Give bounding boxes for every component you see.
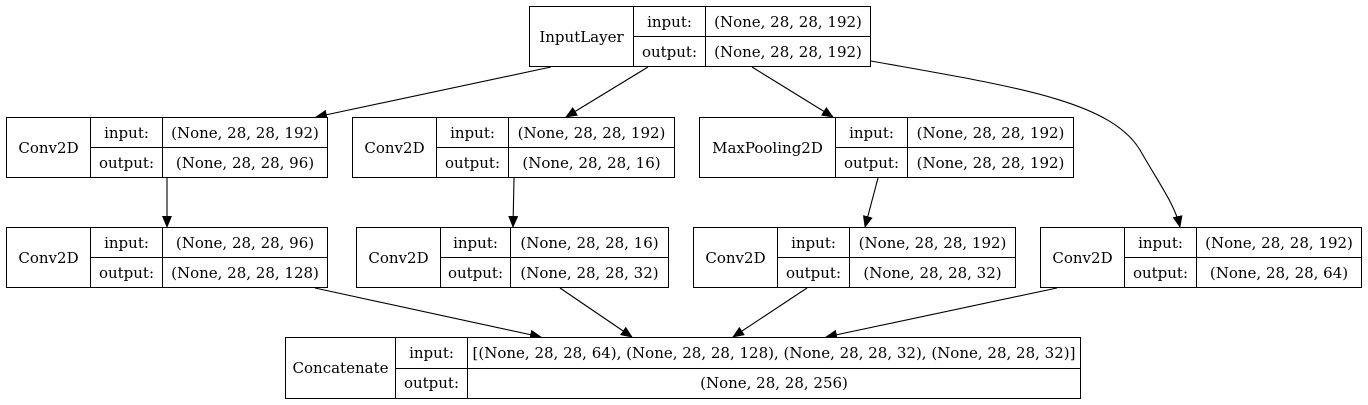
input-port-label: input: — [647, 12, 692, 31]
input-shape: (None, 28, 28, 192) — [858, 233, 1007, 252]
output-port-label: output: — [396, 367, 467, 399]
output-shape: (None, 28, 28, 32) — [511, 257, 668, 287]
layer-type: Conv2D — [7, 228, 91, 287]
input-port-label: input: — [791, 233, 836, 252]
input-port-label: input: — [450, 123, 495, 142]
layer-node-conv-b2: Conv2D input: output: (None, 28, 28, 16) (No… — [356, 227, 669, 288]
input-port-label: input: — [409, 343, 454, 362]
layer-type: MaxPooling2D — [700, 118, 836, 177]
edge-arrow-conv-c2-to-concat — [732, 287, 808, 338]
output-shape: (None, 28, 28, 64) — [1197, 257, 1361, 287]
output-port-label: output: — [437, 147, 508, 177]
edge-arrow-input-layer-to-conv-b1 — [565, 66, 649, 118]
output-shape: (None, 28, 28, 192) — [908, 147, 1073, 177]
edge-arrow-conv-b2-to-concat — [559, 287, 633, 338]
input-shape: (None, 28, 28, 192) — [517, 123, 666, 142]
output-shape: (None, 28, 28, 16) — [509, 147, 674, 177]
layer-type: Conv2D — [1041, 228, 1125, 287]
input-port-label: input: — [104, 123, 149, 142]
layer-type: InputLayer — [530, 7, 634, 66]
layer-node-conv-b1: Conv2D input: output: (None, 28, 28, 192) (N… — [352, 117, 675, 178]
layer-node-conv-c2: Conv2D input: output: (None, 28, 28, 192) (N… — [693, 227, 1016, 288]
layer-node-conv-d2: Conv2D input: output: (None, 28, 28, 192) (N… — [1040, 227, 1362, 288]
edge-arrow-conv-b1-to-conv-b2 — [508, 177, 519, 228]
layer-node-concat: Concatenate input: output: [(None, 28, 28, … — [285, 337, 1081, 399]
output-shape: (None, 28, 28, 192) — [706, 36, 870, 66]
edge-arrow-input-layer-to-conv-a1 — [315, 66, 552, 120]
output-shape: (None, 28, 28, 128) — [163, 257, 327, 287]
input-shape: (None, 28, 28, 16) — [520, 233, 659, 252]
input-port-label: input: — [849, 123, 894, 142]
layer-type: Conv2D — [694, 228, 778, 287]
output-port-label: output: — [778, 257, 849, 287]
input-port-label: input: — [453, 233, 498, 252]
edge-arrow-maxpool-to-conv-c2 — [862, 177, 879, 228]
output-shape: (None, 28, 28, 96) — [163, 147, 327, 177]
layer-type: Concatenate — [286, 338, 396, 398]
output-port-label: output: — [91, 257, 162, 287]
input-port-label: input: — [104, 233, 149, 252]
input-shape: (None, 28, 28, 192) — [916, 123, 1065, 142]
input-shape: (None, 28, 28, 192) — [1205, 233, 1353, 252]
edge-arrow-conv-a2-to-concat — [314, 287, 542, 340]
output-port-label: output: — [441, 257, 510, 287]
layer-node-conv-a1: Conv2D input: output: (None, 28, 28, 192) (N… — [6, 117, 328, 178]
input-shape: (None, 28, 28, 192) — [714, 12, 862, 31]
output-port-label: output: — [836, 147, 907, 177]
edge-arrow-input-layer-to-maxpool — [751, 66, 834, 118]
edge-arrow-conv-d2-to-concat — [825, 287, 1058, 340]
output-shape: (None, 28, 28, 32) — [850, 257, 1015, 287]
input-port-label: input: — [1138, 233, 1183, 252]
layer-type: Conv2D — [353, 118, 437, 177]
layer-type: Conv2D — [357, 228, 441, 287]
output-port-label: output: — [1125, 257, 1196, 287]
layer-type: Conv2D — [7, 118, 91, 177]
output-shape: (None, 28, 28, 256) — [468, 367, 1080, 399]
edge-arrow-input-layer-to-conv-d2 — [870, 60, 1183, 228]
input-shape: [(None, 28, 28, 64), (None, 28, 28, 128)… — [472, 343, 1076, 362]
layer-node-conv-a2: Conv2D input: output: (None, 28, 28, 96) (No… — [6, 227, 328, 288]
output-port-label: output: — [91, 147, 162, 177]
input-shape: (None, 28, 28, 96) — [175, 233, 315, 252]
output-port-label: output: — [634, 36, 705, 66]
input-shape: (None, 28, 28, 192) — [171, 123, 319, 142]
